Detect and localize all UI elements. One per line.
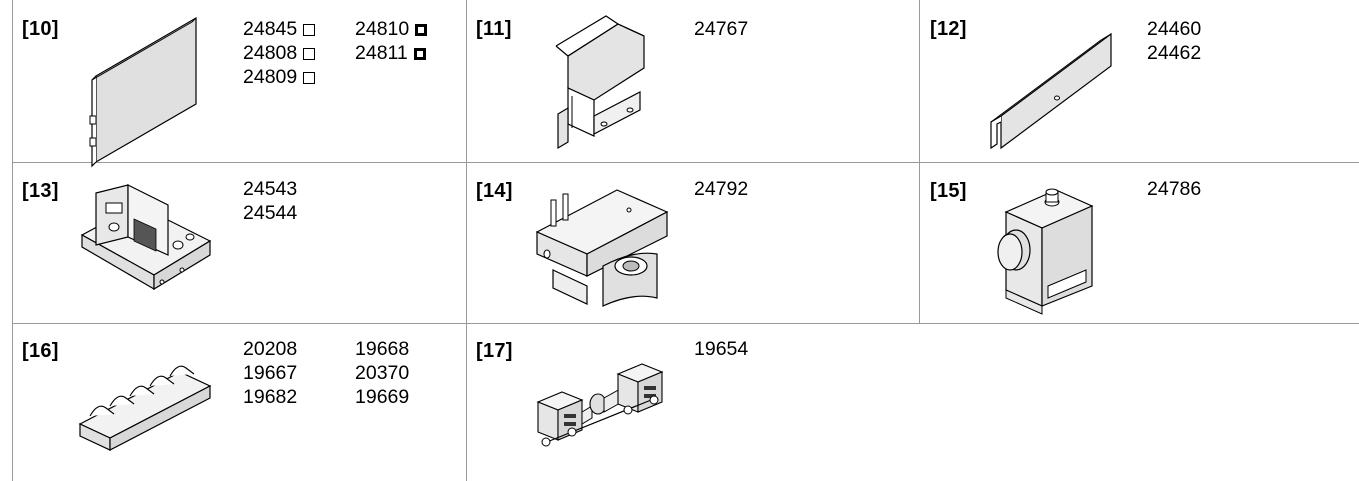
part-code: 19654 <box>694 338 749 360</box>
part-code: 24845 <box>243 17 316 41</box>
slotted-strip-profile-icon <box>985 30 1115 155</box>
part-code-list: 24543 24544 <box>243 177 297 225</box>
part-code-list: 24810 24811 <box>355 17 428 65</box>
part-code: 19668 <box>355 338 410 360</box>
open-square-icon <box>303 72 316 84</box>
part-code: 20370 <box>355 362 410 384</box>
part-code: 19682 <box>243 386 298 408</box>
part-index: [17] <box>476 340 513 362</box>
aluminium-extrusion-profile-icon <box>548 15 648 156</box>
filled-square-icon <box>413 48 426 60</box>
part-code: 24460 <box>1147 18 1202 40</box>
open-square-icon <box>303 24 316 36</box>
toothed-rack-icon <box>76 365 216 458</box>
end-cap-block-icon <box>996 182 1096 327</box>
part-code: 19667 <box>243 362 298 384</box>
part-code-list: 24460 24462 <box>1147 17 1201 65</box>
part-code: 24808 <box>243 41 316 65</box>
column-divider <box>466 0 467 481</box>
part-code-list: 19668 20370 19669 <box>355 337 409 409</box>
part-index: [12] <box>930 18 967 40</box>
part-code: 19669 <box>355 386 410 408</box>
part-code-list: 19654 <box>694 337 748 361</box>
drive-housing-icon <box>533 180 673 315</box>
part-code: 20208 <box>243 338 298 360</box>
part-code: 24809 <box>243 65 316 89</box>
filled-square-icon <box>415 24 428 36</box>
part-index: [10] <box>22 18 59 40</box>
column-divider <box>12 0 13 481</box>
part-index: [11] <box>476 18 512 40</box>
part-code: 24811 <box>355 41 427 65</box>
part-code-list: 24786 <box>1147 177 1201 201</box>
part-code: 24792 <box>694 178 749 200</box>
part-code: 24544 <box>243 202 298 224</box>
open-square-icon <box>303 48 316 60</box>
part-code: 24462 <box>1147 42 1202 64</box>
coupling-assembly-icon <box>532 358 672 463</box>
part-index: [13] <box>22 180 59 202</box>
part-code-list: 24845 24808 24809 <box>243 17 316 89</box>
part-index: [15] <box>930 180 967 202</box>
part-index: [16] <box>22 340 59 362</box>
part-code-list: 24767 <box>694 17 748 41</box>
row-divider <box>12 162 1359 163</box>
part-code: 24786 <box>1147 178 1202 200</box>
mounting-bracket-icon <box>78 184 218 300</box>
part-code-list: 24792 <box>694 177 748 201</box>
flat-plate-profile-icon <box>88 16 203 171</box>
column-divider <box>919 0 920 323</box>
part-code: 24543 <box>243 178 298 200</box>
part-code: 24767 <box>694 18 749 40</box>
part-index: [14] <box>476 180 513 202</box>
part-code-list: 20208 19667 19682 <box>243 337 297 409</box>
row-divider <box>12 323 1359 324</box>
part-code: 24810 <box>355 17 428 41</box>
